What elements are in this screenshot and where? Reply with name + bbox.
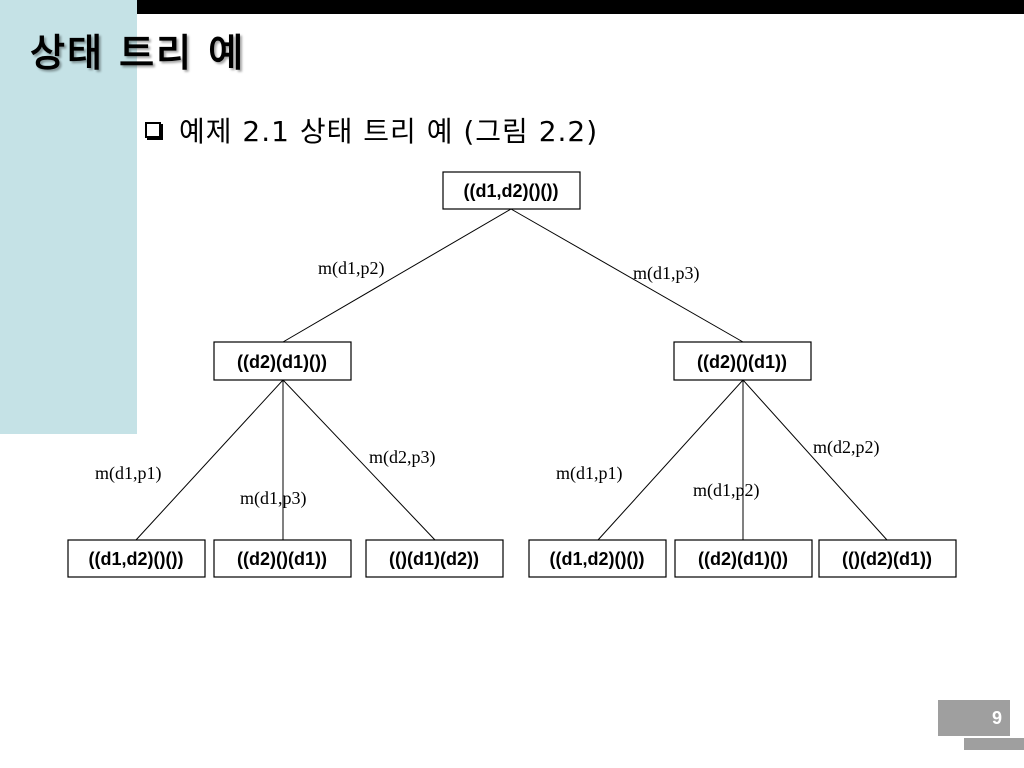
edge-label: m(d2,p2) bbox=[813, 437, 880, 458]
edge-label: m(d1,p3) bbox=[633, 263, 700, 284]
node-label: ((d2)()(d1)) bbox=[697, 352, 787, 372]
edge-label: m(d1,p1) bbox=[95, 463, 162, 484]
edge-root-left bbox=[282, 208, 512, 343]
tree-node-level1-right: ((d2)()(d1)) bbox=[673, 341, 812, 381]
node-label: ((d2)()(d1)) bbox=[237, 549, 327, 569]
node-label: ((d2)(d1)()) bbox=[698, 549, 788, 569]
tree-node-level1-left: ((d2)(d1)()) bbox=[213, 341, 352, 381]
edge-label: m(d1,p1) bbox=[556, 463, 623, 484]
tree-nodes: ((d1,d2)()()) ((d2)(d1)()) ((d2)()(d1)) … bbox=[67, 171, 957, 578]
tree-node-leaf: (()(d2)(d1)) bbox=[818, 539, 957, 578]
edge-root-right bbox=[510, 208, 744, 343]
edge-labels: m(d1,p2) m(d1,p3) m(d1,p1) m(d1,p3) m(d2… bbox=[95, 258, 880, 509]
node-label: ((d1,d2)()()) bbox=[550, 549, 645, 569]
edge-right-leaf6 bbox=[742, 379, 888, 541]
tree-node-leaf: ((d2)()(d1)) bbox=[213, 539, 352, 578]
node-label: (()(d2)(d1)) bbox=[842, 549, 932, 569]
edge-right-leaf4 bbox=[597, 379, 744, 541]
edge-label: m(d1,p2) bbox=[693, 480, 760, 501]
tree-node-leaf: (()(d1)(d2)) bbox=[365, 539, 504, 578]
slide-subtitle: 예제 2.1 상태 트리 예 (그림 2.2) bbox=[179, 115, 599, 148]
page-number-decoration bbox=[964, 738, 1024, 750]
tree-node-leaf: ((d1,d2)()()) bbox=[528, 539, 667, 578]
tree-node-leaf: ((d2)(d1)()) bbox=[674, 539, 813, 578]
edge-label: m(d1,p3) bbox=[240, 488, 307, 509]
node-label: ((d1,d2)()()) bbox=[464, 181, 559, 201]
node-label: ((d2)(d1)()) bbox=[237, 352, 327, 372]
tree-edges bbox=[135, 208, 888, 541]
node-label: ((d1,d2)()()) bbox=[89, 549, 184, 569]
bullet-line: 예제 2.1 상태 트리 예 (그림 2.2) bbox=[145, 108, 598, 152]
node-label: (()(d1)(d2)) bbox=[389, 549, 479, 569]
page-number: 9 bbox=[991, 708, 1002, 728]
page-number-box bbox=[938, 700, 1010, 736]
tree-node-leaf: ((d1,d2)()()) bbox=[67, 539, 206, 578]
edge-label: m(d1,p2) bbox=[318, 258, 385, 279]
edge-label: m(d2,p3) bbox=[369, 447, 436, 468]
slide-title: 상태 트리 예 bbox=[30, 31, 246, 75]
side-panel bbox=[0, 0, 137, 434]
tree-node-root: ((d1,d2)()()) bbox=[442, 171, 581, 210]
square-bullet-icon bbox=[145, 122, 161, 138]
top-bar bbox=[36, 0, 1024, 14]
edge-left-leaf3 bbox=[282, 379, 436, 541]
edge-left-leaf1 bbox=[135, 379, 284, 541]
